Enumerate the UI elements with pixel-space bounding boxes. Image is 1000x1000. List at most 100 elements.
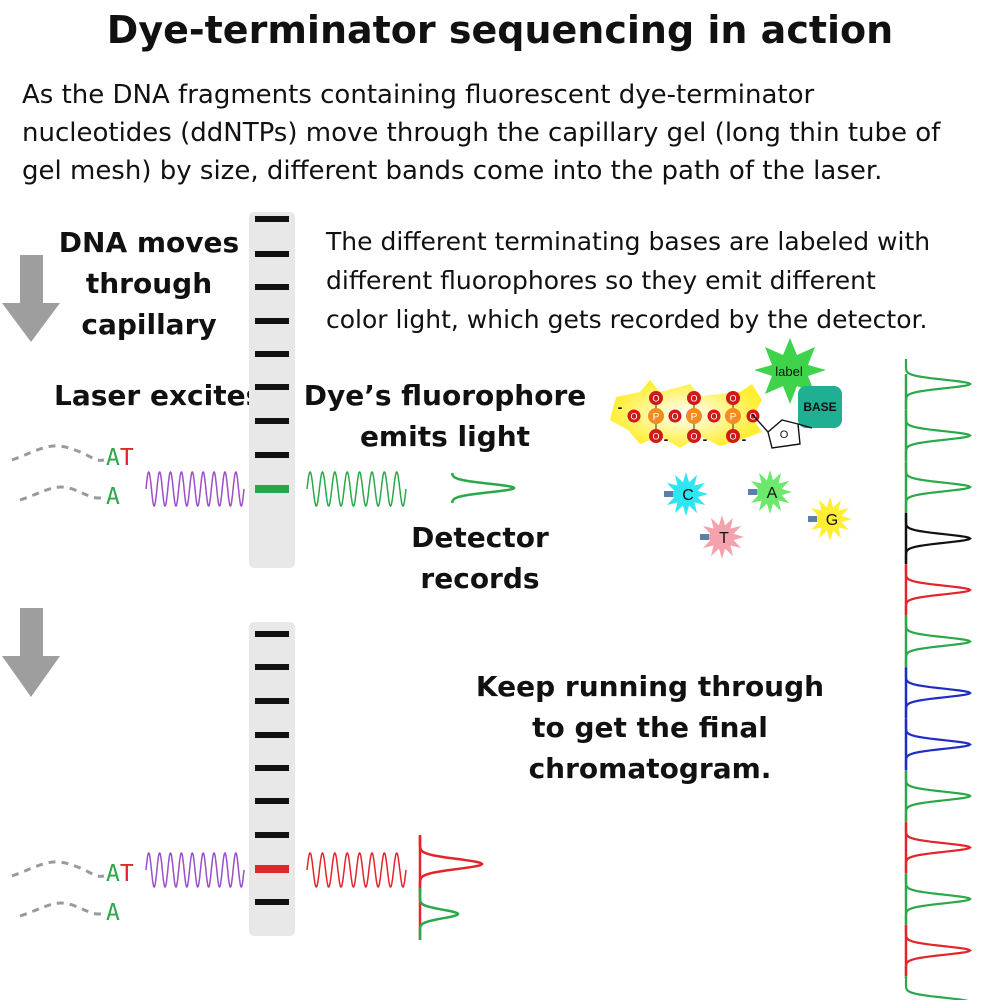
label-text: label (775, 364, 803, 379)
oxygen-atom (687, 429, 701, 443)
oxygen-label: O (630, 412, 637, 422)
negative-charge: - (703, 431, 708, 447)
chromatogram-peak (904, 668, 972, 718)
capillary-top-bands (255, 216, 289, 493)
detector-label: Detector records (411, 521, 549, 595)
strand-top-1: AT (106, 445, 134, 471)
chromatogram (904, 359, 972, 1000)
gel-band-highlight (255, 485, 289, 493)
gel-band (255, 284, 289, 290)
gel-band (255, 384, 289, 390)
laser-excites-label: Laser excites (54, 379, 263, 412)
chromatogram-peak (904, 616, 972, 667)
gel-band (255, 631, 289, 637)
dye-emits-label: Dye’s fluorophore emits light (303, 379, 587, 453)
emission-wave (306, 471, 407, 507)
chromatogram-peak (904, 874, 972, 924)
base-c-burst-icon: C (664, 472, 708, 516)
oxygen-atom (649, 391, 663, 405)
oxygen-atom (627, 409, 641, 423)
bond-line (797, 423, 813, 429)
gel-band (255, 251, 289, 257)
gel-band (255, 418, 289, 424)
detector-peak (450, 472, 516, 504)
chromatogram-peak (904, 771, 972, 821)
chromatogram-peak (904, 925, 972, 976)
oxygen-label: O (652, 394, 659, 404)
phosphorus-label: P (653, 412, 660, 423)
oxygen-label: O (671, 412, 678, 422)
base-letter: C (682, 487, 694, 504)
laser-wave (145, 851, 245, 889)
oxygen-label: O (729, 432, 736, 442)
phosphorus-atom (686, 408, 702, 424)
gel-band (255, 698, 289, 704)
ring-oxygen: O (780, 429, 789, 441)
gel-band (255, 899, 289, 905)
dna-strand-dash (11, 444, 105, 462)
down-arrow-icon (2, 255, 60, 342)
oxygen-label: O (729, 394, 736, 404)
base-letter: T (719, 530, 729, 547)
dna-strand-dash (19, 901, 105, 918)
capillary-bottom-bands (255, 631, 289, 905)
base-a-burst-icon: A (748, 470, 792, 514)
emission-wave (306, 852, 407, 888)
base-text: BASE (803, 400, 836, 414)
chromatogram-peak (904, 565, 972, 615)
oxygen-atom (687, 391, 701, 405)
sugar-ring (767, 419, 801, 449)
base-g-burst-icon: G (808, 497, 852, 541)
oxygen-label: O (690, 432, 697, 442)
intro-line: As the DNA fragments containing fluoresc… (22, 80, 815, 110)
phosphate-burst-icon (610, 380, 762, 448)
base-box (798, 386, 842, 428)
phosphorus-label: P (691, 412, 698, 423)
oxygen-label: O (652, 432, 659, 442)
base-letter: A (767, 485, 778, 502)
strand-bottom-2: A (106, 900, 120, 926)
oxygen-atom (726, 391, 740, 405)
gel-band (255, 732, 289, 738)
fluorophore-paragraph: The different terminating bases are labe… (326, 227, 931, 334)
page-title: Dye-terminator sequencing in action (106, 8, 894, 52)
detector-peak (418, 836, 484, 892)
phosphorus-atom (648, 408, 664, 424)
negative-charge: - (664, 431, 669, 447)
oxygen-label: O (749, 412, 756, 422)
intro-paragraph: As the DNA fragments containing fluoresc… (22, 76, 982, 190)
strand-bottom-1: A (106, 484, 120, 510)
oxygen-label: O (690, 394, 697, 404)
oxygen-atom (649, 429, 663, 443)
strand-top-2: AT (106, 861, 134, 887)
chromatogram-peak (904, 513, 972, 564)
gel-band (255, 351, 289, 357)
gel-band-highlight (255, 865, 289, 873)
negative-charge: - (742, 431, 747, 447)
oxygen-atom (668, 409, 682, 423)
gel-band (255, 664, 289, 670)
laser-wave (145, 470, 245, 508)
keep-running-text: Keep running through to get the final ch… (475, 670, 825, 785)
intro-line: gel mesh) by size, different bands come … (22, 156, 883, 186)
chromatogram-peak (904, 359, 972, 409)
base-letter: G (826, 512, 838, 529)
gel-band (255, 832, 289, 838)
negative-charge: - (618, 399, 623, 415)
gel-band (255, 318, 289, 324)
detector-peak (418, 888, 460, 940)
oxygen-label: O (710, 412, 717, 422)
chromatogram-peak (904, 822, 972, 873)
gel-band (255, 452, 289, 458)
base-t-burst-icon: T (700, 515, 744, 559)
gel-band (255, 798, 289, 804)
phosphorus-label: P (730, 412, 737, 423)
gel-band (255, 216, 289, 222)
oxygen-atom (707, 409, 721, 423)
dna-moves-label: DNA moves through capillary (58, 226, 240, 341)
gel-band (255, 765, 289, 771)
bond-line (751, 413, 769, 433)
phosphorus-atom (725, 408, 741, 424)
